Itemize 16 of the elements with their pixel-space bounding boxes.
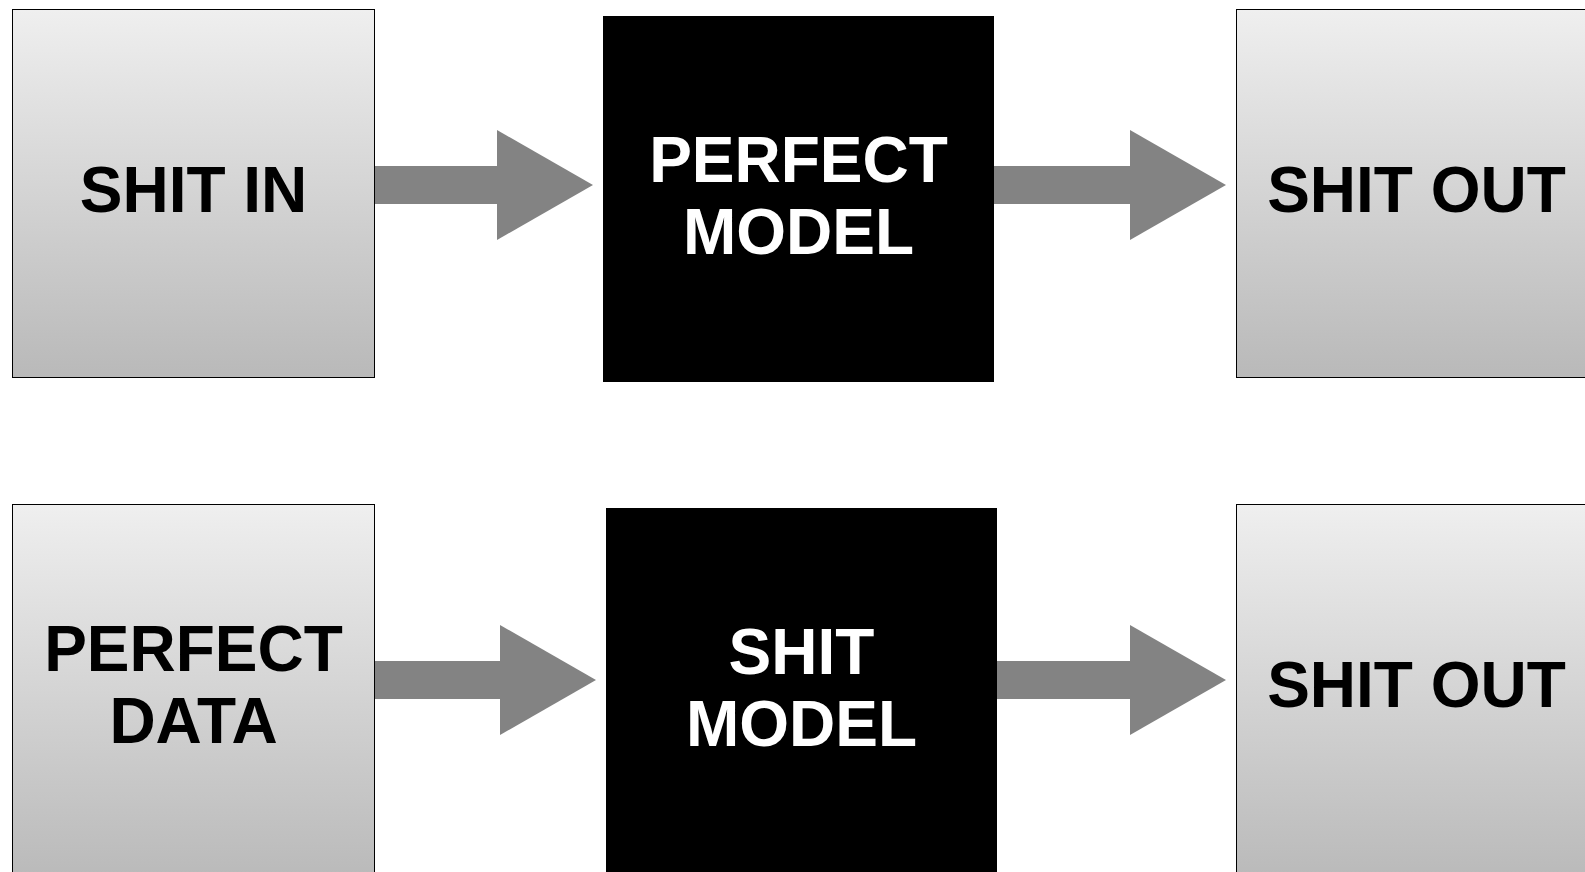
process-box bbox=[606, 508, 997, 872]
box-label: SHIT OUT bbox=[1266, 649, 1567, 721]
process-box bbox=[12, 504, 375, 872]
block-arrow bbox=[994, 130, 1226, 240]
process-box bbox=[12, 9, 375, 378]
box-label: SHIT MODEL bbox=[684, 616, 919, 760]
block-arrow bbox=[375, 625, 596, 735]
box-label: PERFECT DATA bbox=[43, 613, 344, 757]
process-box bbox=[1236, 9, 1585, 378]
process-box bbox=[603, 16, 994, 382]
box-label: SHIT OUT bbox=[1266, 154, 1567, 226]
box-label: SHIT IN bbox=[78, 154, 309, 226]
block-arrow bbox=[997, 625, 1226, 735]
box-label: PERFECT MODEL bbox=[648, 124, 949, 268]
block-arrow bbox=[375, 130, 593, 240]
process-box bbox=[1236, 504, 1585, 872]
